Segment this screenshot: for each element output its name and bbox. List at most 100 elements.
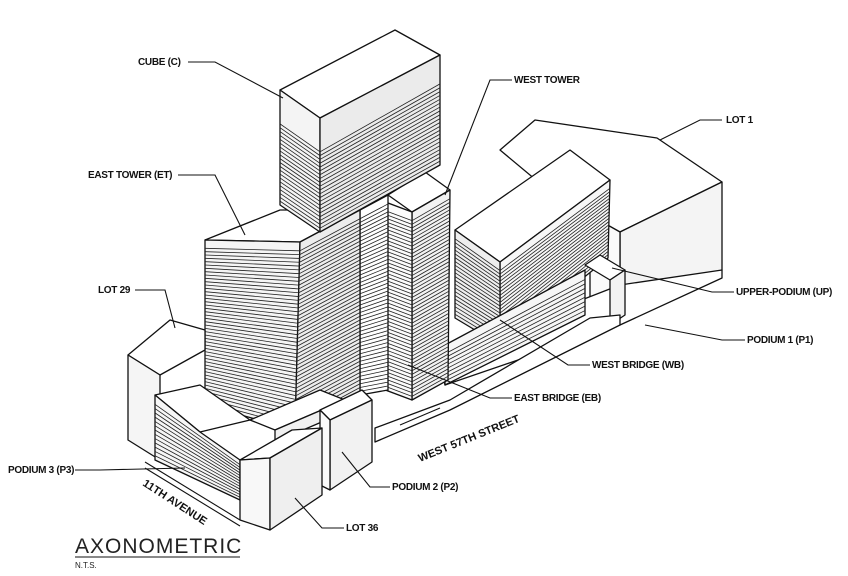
east-tower-floor-line — [204, 301, 299, 313]
east-tower-floor-line — [298, 244, 361, 278]
west-tower-floor-line — [411, 242, 450, 265]
west-tower-floor-line — [411, 361, 449, 383]
label-lot36: LOT 36 — [346, 523, 379, 534]
podium3-floor-line — [154, 403, 241, 466]
channel-floor-line — [359, 227, 389, 242]
west-tower-floor-line — [411, 298, 450, 320]
west-tower-floor-line — [411, 276, 450, 298]
west-tower-floor-line — [411, 294, 450, 317]
west-tower — [379, 171, 451, 401]
east-tower-floor-line — [204, 294, 299, 305]
east-tower-floor-line — [298, 267, 361, 301]
west-tower-floor-line — [411, 331, 449, 353]
podium3-floor-line — [154, 455, 241, 498]
channel-floor-line — [359, 302, 389, 313]
podium3-floor-line — [154, 446, 241, 493]
leader-podium2 — [341, 451, 390, 488]
channel-floor-line — [359, 203, 389, 220]
cube-block — [279, 29, 441, 233]
east-tower-floor-line — [299, 222, 361, 255]
west-tower-floor-line — [411, 346, 449, 368]
east-tower-floor-line — [204, 351, 297, 370]
channel-floor-line — [359, 318, 389, 328]
west-bridge-floor-line — [444, 305, 586, 378]
east-tower-floor-line — [298, 259, 361, 294]
east-tower-floor-line — [296, 338, 361, 374]
east-tower-floor-line — [204, 247, 300, 252]
podium3-block — [154, 384, 251, 501]
cube-floor-line — [319, 110, 441, 179]
east-tower-floor-line — [204, 264, 300, 271]
channel-floor-line — [359, 322, 389, 332]
west-tower-floor-line — [411, 268, 450, 291]
label-west-bridge: WEST BRIDGE (WB) — [592, 360, 684, 371]
west-bridge-floor-line — [444, 287, 586, 363]
east-tower-floor-line — [204, 361, 297, 381]
drawing-title: AXONOMETRIC — [75, 535, 242, 558]
cube-floor-line — [319, 129, 441, 198]
podium3-floor-line — [154, 412, 241, 471]
cube-floor-line — [319, 102, 441, 172]
east-tower-floor-line — [204, 287, 299, 297]
west-tower-floor-line — [411, 213, 450, 236]
west-tower-floor-line — [411, 287, 450, 309]
podium3-floor-line — [154, 438, 241, 487]
leader-east-bridge — [407, 364, 512, 399]
channel-floor-line — [359, 334, 389, 343]
west-tower-floor-line — [411, 335, 449, 357]
east-tower-floor-line — [296, 349, 361, 385]
west-tower-floor-line — [411, 235, 450, 258]
channel-floor-line — [359, 211, 389, 227]
podium3-floor-line — [154, 421, 241, 476]
cube-floor-line — [279, 193, 321, 221]
west-block-floor-line — [454, 242, 501, 275]
east-tower-floor-line — [297, 304, 361, 339]
east-tower-floor-line — [204, 257, 300, 263]
channel-floor-line — [359, 282, 389, 295]
channel-floor-line — [359, 306, 389, 317]
west-block-floor-line — [499, 224, 610, 310]
leader-podium3 — [75, 467, 186, 471]
east-tower-floor-line — [298, 252, 361, 286]
east-tower-floor-line — [299, 218, 361, 252]
west-block-floor-line — [499, 187, 611, 271]
cube-floor-line — [319, 83, 441, 153]
east-tower-floor-line — [204, 321, 298, 336]
east-tower-floor-line — [204, 357, 297, 378]
cube-floor-line — [279, 142, 321, 172]
channel-floor-line — [359, 294, 389, 306]
east-tower-floor-line — [296, 327, 361, 362]
west-block — [439, 149, 723, 386]
channel-floor-line — [359, 270, 389, 283]
channel-floor-line — [359, 286, 389, 298]
west-block-floor-line — [454, 253, 501, 286]
west-block-floor-line — [454, 264, 501, 296]
east-tower-floor-line — [299, 225, 361, 259]
west-block-floor-line — [454, 238, 501, 271]
cube-floor-line — [319, 137, 441, 206]
label-west-tower: WEST TOWER — [514, 75, 581, 86]
west-tower-floor-line — [411, 290, 450, 313]
label-upper-podium: UPPER-PODIUM (UP) — [736, 287, 832, 298]
east-tower-floor-line — [297, 300, 361, 336]
east-tower-floor-line — [204, 347, 297, 366]
label-podium2: PODIUM 2 (P2) — [392, 482, 458, 493]
podium3-floor-line — [154, 425, 241, 479]
west-tower-floor-line — [411, 342, 449, 364]
east-tower-floor-line — [204, 327, 298, 343]
east-tower-floor-line — [204, 304, 299, 317]
west-tower-floor-line — [411, 305, 449, 328]
west-block-floor-line — [499, 221, 610, 307]
channel-floor-line — [359, 361, 389, 370]
channel-floor-line — [359, 207, 389, 223]
west-block-floor-line — [454, 291, 501, 321]
west-block-floor-line — [499, 227, 610, 314]
channel-floor-line — [359, 338, 389, 347]
cube-floor-line — [319, 149, 441, 218]
label-east-bridge: EAST BRIDGE (EB) — [514, 393, 601, 404]
leader-cube — [188, 61, 284, 99]
east-tower-floor-line — [204, 274, 300, 282]
west-block-floor-line — [499, 211, 610, 296]
cube-floor-line — [279, 123, 321, 153]
west-bridge-floor-line — [444, 301, 586, 374]
